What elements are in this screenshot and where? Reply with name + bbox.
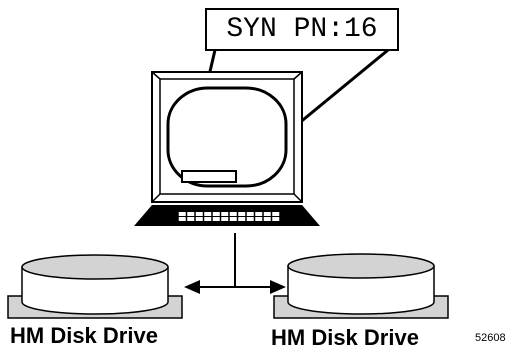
figure-number: 52608: [475, 332, 506, 344]
monitor: [151, 71, 303, 203]
keyboard-keys: [177, 212, 281, 221]
monitor-screen: [166, 86, 288, 188]
arrow-right-icon: [270, 280, 286, 294]
screen-field: [181, 170, 237, 183]
drive-label-left: HM Disk Drive: [10, 323, 158, 348]
callout-box: [205, 8, 399, 51]
callout-text: SYN PN:16: [226, 14, 378, 45]
drive-label-right: HM Disk Drive: [271, 325, 419, 350]
keyboard: [134, 205, 320, 226]
disk-drive-right: [273, 253, 449, 319]
disk-drive-left: [7, 254, 183, 319]
arrow-left-icon: [184, 280, 200, 294]
